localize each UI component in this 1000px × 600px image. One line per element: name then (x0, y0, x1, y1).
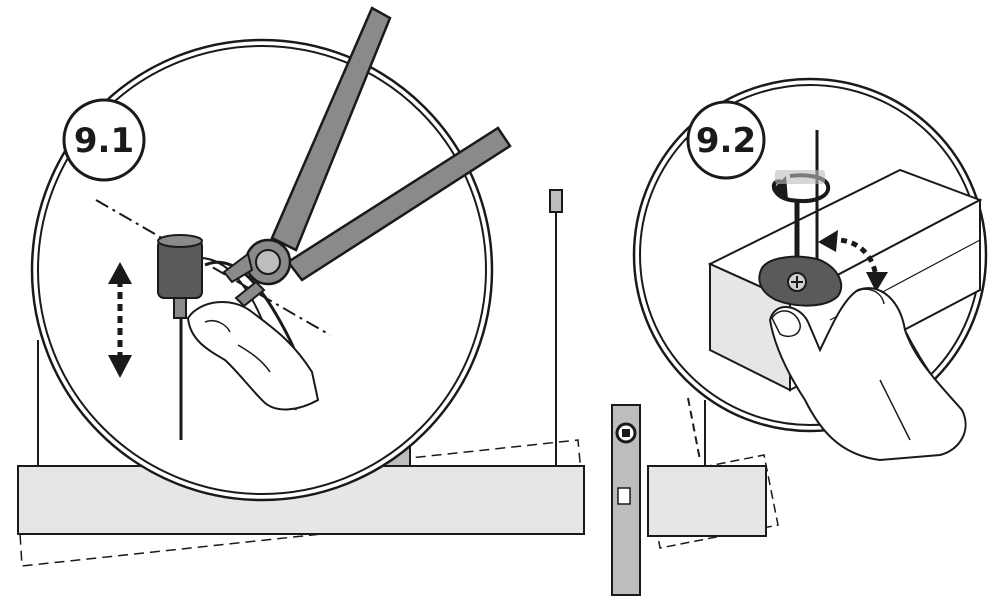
tilt-guide (687, 397, 701, 461)
step-9-1-scene: 9.1 (17, 6, 585, 567)
hand-icon (186, 300, 320, 411)
step-9-2-scene: 9.2 (611, 77, 988, 596)
step-number-9-1: 9.1 (74, 121, 134, 161)
step-number-9-2: 9.2 (696, 121, 756, 161)
cut-line (95, 199, 331, 336)
up-down-arrow-icon (108, 262, 132, 378)
pliers-icon (222, 6, 512, 308)
light-panel-end (647, 465, 767, 537)
step-badge-9-1: 9.1 (62, 98, 146, 182)
hand-icon-right (768, 287, 967, 462)
adjuster-bracket-icon (758, 255, 843, 307)
step-badge-9-2: 9.2 (686, 100, 766, 180)
curved-dotted-arrow-icon (818, 230, 888, 292)
ceiling-anchor (549, 189, 563, 213)
tilted-panel-outline-right (647, 454, 779, 549)
rotate-arrow-icon (771, 170, 831, 203)
cable-gripper-icon (157, 234, 203, 319)
spirit-level-vertical-icon (611, 404, 641, 596)
